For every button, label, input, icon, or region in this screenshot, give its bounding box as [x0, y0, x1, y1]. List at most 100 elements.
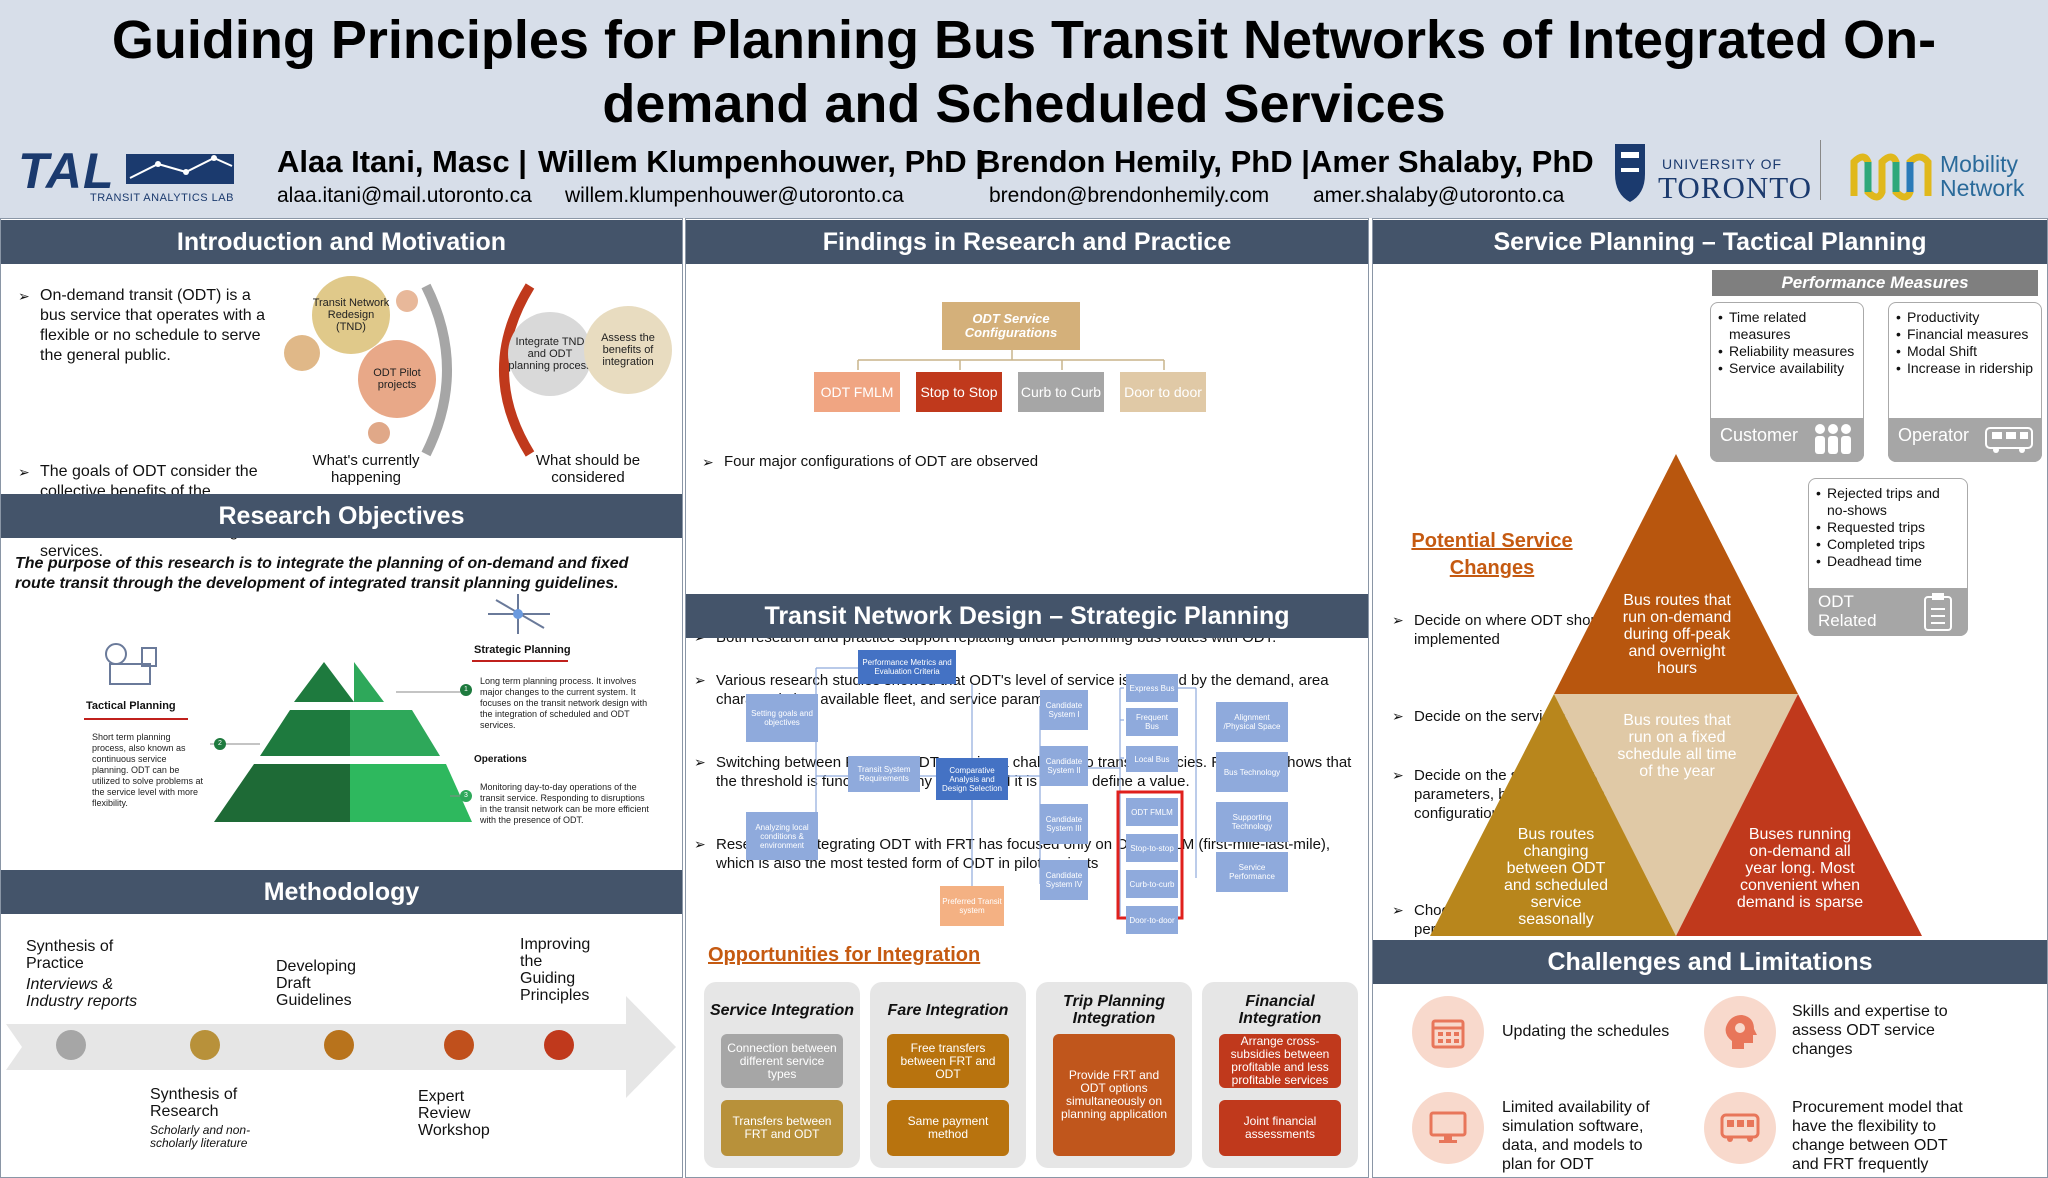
challenge-text-4: Procurement model that have the flexibil…: [1792, 1099, 1963, 1173]
step-2-sub: Scholarly and non-scholarly literature: [150, 1123, 251, 1150]
tal-subtitle: TRANSIT ANALYTICS LAB: [90, 192, 234, 204]
tactical-text: Short term planning process, also known …: [92, 732, 204, 808]
service-changes-triangle: [1430, 454, 1922, 936]
node-perf: Performance Metrics and Evaluation Crite…: [858, 650, 956, 684]
tactical-heading: Service Planning – Tactical Planning: [1373, 220, 2047, 264]
author-2: Willem Klumpenhouwer, PhD |: [538, 144, 984, 179]
assess-circle: Assess the benefits of integration: [584, 306, 672, 394]
operator-footer: Operator: [1888, 418, 2042, 462]
node-preferred: Preferred Transit system: [940, 886, 1004, 926]
challenge-text-2: Skills and expertise to assess ODT servi…: [1792, 1003, 1948, 1058]
odt-pilot-circle: ODT Pilot projects: [358, 340, 436, 418]
caption-current: What's currently happening: [312, 452, 420, 486]
node-goals: Setting goals and objectives: [746, 694, 818, 742]
fare-integration-card: Fare Integration Free transfers between …: [870, 982, 1026, 1168]
trip-planning-title: Trip Planning Integration: [1063, 993, 1165, 1027]
tactical-underline: [84, 718, 188, 720]
odt-label: ODT Related: [1818, 592, 1877, 630]
step-dot-4: [444, 1030, 474, 1060]
node-curb-to-curb: Curb-to-curb: [1126, 870, 1178, 898]
level-num-1: 1: [460, 684, 472, 696]
service-integration-card: Service Integration Connection between d…: [704, 982, 860, 1168]
pm-title: Performance Measures: [1712, 270, 2038, 296]
challenges-heading: Challenges and Limitations: [1373, 940, 2047, 984]
integrate-circle: Integrate TND and ODT planning process: [508, 312, 592, 396]
service-integration-item-2: Transfers between FRT and ODT: [721, 1100, 843, 1156]
mobility-wave-icon: [1850, 153, 1932, 201]
findings-intro-bullet: Four major configurations of ODT are obs…: [702, 452, 1342, 472]
odt-footer: ODT Related: [1808, 588, 1968, 636]
step-1-sub: Interviews & Industry reports: [26, 976, 138, 1010]
fare-integration-title: Fare Integration: [887, 1001, 1009, 1019]
tri-top-text: Bus routes that run on-demand during off…: [1622, 592, 1732, 677]
tactical-bullet-1: Decide on where ODT should be implemente…: [1392, 611, 1664, 649]
config-stop-to-stop: Stop to Stop: [916, 372, 1002, 412]
logo-divider: [1820, 140, 1848, 200]
author-4-email[interactable]: amer.shalaby@utoronto.ca: [1313, 184, 1565, 207]
assess-label: Assess the benefits of integration: [601, 332, 655, 368]
calendar-icon: [1431, 1019, 1465, 1049]
node-comparative: Comparative Analysis and Design Selectio…: [936, 758, 1008, 800]
integrate-label: Integrate TND and ODT planning process: [508, 336, 592, 372]
step-5-title: Improving the Guiding Principles: [520, 936, 591, 1004]
monitor-icon: [1429, 1111, 1467, 1143]
author-3: Brendon Hemily, PhD |: [978, 144, 1310, 179]
decor-circle: [284, 335, 320, 371]
customer-item: Service availability: [1718, 360, 1857, 377]
author-1: Alaa Itani, Masc |: [277, 144, 527, 179]
operator-label: Operator: [1898, 425, 1970, 445]
customer-footer: Customer: [1710, 418, 1864, 462]
strategic-title: Strategic Planning: [474, 644, 571, 656]
customer-item: Reliability measures: [1718, 343, 1857, 360]
author-1-email[interactable]: alaa.itani@mail.utoronto.ca: [277, 184, 532, 207]
people-icon: [1815, 424, 1851, 454]
author-2-email[interactable]: willem.klumpenhouwer@utoronto.ca: [565, 184, 904, 207]
objectives-statement: The purpose of this research is to integ…: [15, 555, 629, 592]
tal-wordmark: TAL: [18, 143, 115, 199]
intro-bullet-1: On-demand transit (ODT) is a bus service…: [18, 286, 272, 366]
potential-changes-heading: Potential Service Changes: [1411, 530, 1573, 579]
bracket-arcs: [421, 283, 535, 457]
node-local: Analyzing local conditions & environment: [746, 812, 818, 860]
fare-integration-item-1: Free transfers between FRT and ODT: [887, 1034, 1009, 1088]
step-4-title: Expert Review Workshop: [418, 1088, 490, 1139]
fare-integration-item-2: Same payment method: [887, 1100, 1009, 1156]
tnd-label: Transit Network Redesign (TND): [312, 297, 390, 333]
challenge-text-1: Updating the schedules: [1502, 1023, 1670, 1040]
challenge-icon-4: [1704, 1092, 1776, 1164]
node-stop-to-stop: Stop-to-stop: [1126, 834, 1178, 862]
tri-mid-text: Bus routes that run on a fixed schedule …: [1617, 712, 1737, 780]
node-frequent-bus: Frequent Bus: [1126, 708, 1178, 736]
step-2-title: Synthesis of Research: [150, 1086, 238, 1120]
step-dot-1: [56, 1030, 86, 1060]
operations-text: Monitoring day-to-day operations of the …: [480, 782, 649, 825]
tal-logo-graphic: [126, 154, 234, 184]
trip-planning-card: Trip Planning Integration Provide FRT an…: [1036, 982, 1192, 1168]
decor-circle: [368, 422, 390, 444]
operator-item: Increase in ridership: [1896, 360, 2035, 377]
odt-item: Completed trips: [1816, 536, 1961, 553]
config-root: ODT Service Configurations: [942, 302, 1080, 350]
uoft-logo: UNIVERSITY OF TORONTO: [1612, 136, 1812, 208]
operator-item: Financial measures: [1896, 326, 2035, 343]
operator-item: Productivity: [1896, 309, 2035, 326]
bus-icon: [1985, 427, 2033, 453]
author-3-email[interactable]: brendon@brendonhemily.com: [989, 184, 1270, 207]
tri-left-text: Bus routes changing between ODT and sche…: [1503, 826, 1609, 928]
odt-item: Rejected trips and no-shows: [1816, 485, 1961, 519]
node-express-bus: Express Bus: [1126, 674, 1178, 702]
step-3-title: Developing Draft Guidelines: [276, 958, 357, 1009]
findings-heading: Findings in Research and Practice: [686, 220, 1368, 264]
tactical-title: Tactical Planning: [86, 700, 176, 712]
poster-title: Guiding Principles for Planning Bus Tran…: [111, 10, 1937, 134]
odt-pilot-label: ODT Pilot projects: [373, 367, 421, 391]
node-local-bus: Local Bus: [1126, 746, 1178, 772]
head-gear-icon: [1725, 1015, 1757, 1049]
customer-item: Time related measures: [1718, 309, 1857, 343]
financial-integration-item-1: Arrange cross-subsidies between profitab…: [1219, 1034, 1341, 1088]
operator-item: Modal Shift: [1896, 343, 2035, 360]
mobility-line1: Mobility: [1940, 151, 2018, 177]
uoft-line1: UNIVERSITY OF: [1662, 156, 1783, 172]
tnd-circle: Transit Network Redesign (TND): [312, 276, 390, 354]
network-flow-lines: [815, 667, 1197, 920]
